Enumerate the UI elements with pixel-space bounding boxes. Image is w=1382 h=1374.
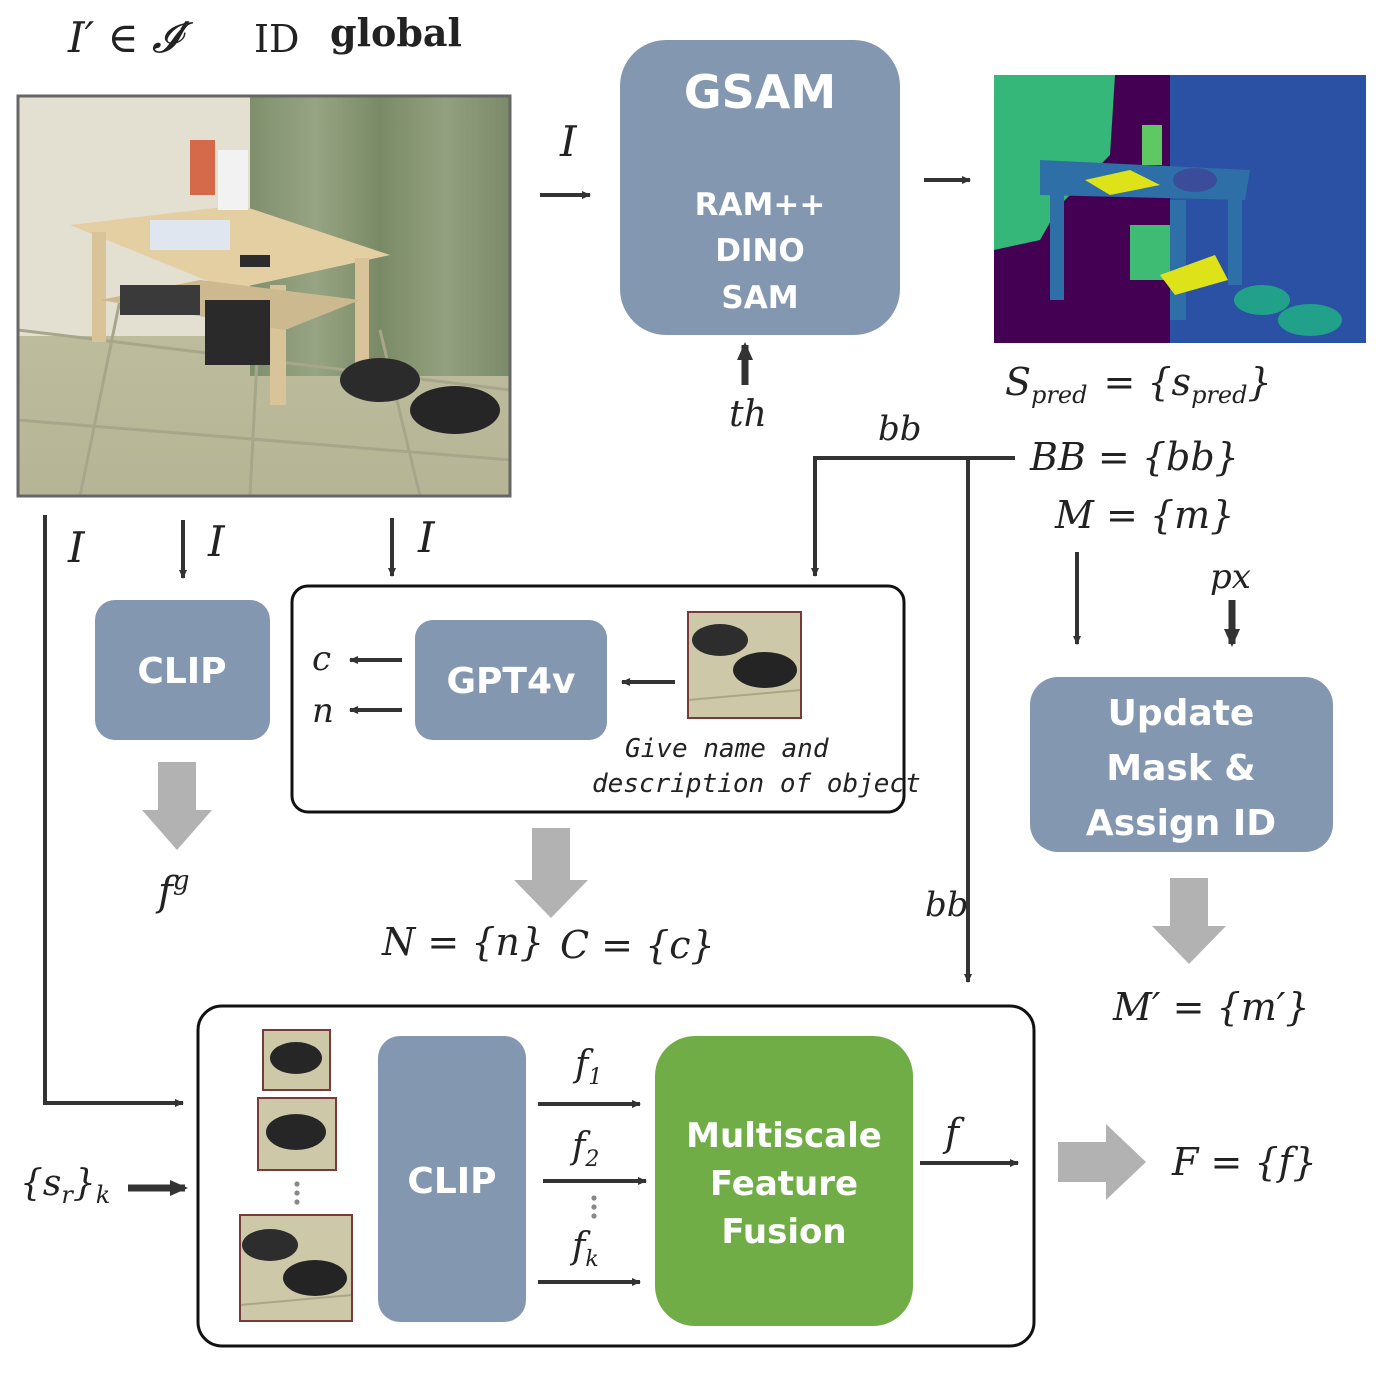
- fusion-label-line1: Multiscale: [686, 1116, 882, 1156]
- global-clip-label: CLIP: [137, 651, 226, 692]
- crop-thumbnail-large: [239, 1214, 353, 1322]
- gpt-prompt-line2: description of object: [592, 769, 921, 799]
- update-label-line3: Assign ID: [1086, 803, 1276, 844]
- feature-f1-label: f1: [572, 1044, 602, 1090]
- skip-input-label: I: [67, 523, 86, 572]
- gpt-prompt-line1: Give name and: [625, 734, 829, 764]
- gpt-output-n: n: [312, 691, 334, 731]
- feature-clip-label: CLIP: [407, 1161, 496, 1202]
- update-label-line1: Update: [1108, 693, 1255, 734]
- threshold-label: th: [729, 394, 767, 435]
- gsam-block: [620, 40, 900, 335]
- clip-input-label: I: [207, 517, 226, 566]
- global-feature-arrow: [142, 762, 212, 850]
- crop-thumbnail-small: [262, 1029, 331, 1091]
- mask-output: M = {m}: [1054, 493, 1234, 537]
- input-set-label: I′ ∈ 𝓘′: [67, 13, 194, 62]
- gpt-result-arrow: [514, 828, 588, 918]
- fusion-label-line2: Feature: [710, 1164, 858, 1204]
- global-clip-block: [95, 600, 270, 740]
- final-output-arrow: [1058, 1124, 1146, 1200]
- feature-fk-label: fk: [569, 1226, 599, 1272]
- gpt-label: GPT4v: [446, 661, 575, 702]
- feature-container: [196, 1004, 1036, 1348]
- feature-clip-block: [378, 1036, 526, 1322]
- spred-output: Spred= {spred}: [1005, 360, 1272, 409]
- feature-f2-label: f2: [569, 1126, 599, 1172]
- crop-ellipsis: [294, 1181, 300, 1205]
- fusion-label-line3: Fusion: [721, 1212, 846, 1252]
- update-result-arrow: [1152, 878, 1226, 964]
- crop-set-label: {sr}k: [20, 1163, 110, 1209]
- object-crop-thumbnail: [687, 611, 802, 719]
- gsam-component-sam: SAM: [721, 280, 798, 316]
- gpt-output-c: c: [312, 639, 331, 679]
- global-label: global: [330, 10, 462, 55]
- segmentation-map: [994, 75, 1366, 343]
- names-result: N = {n}: [381, 920, 544, 964]
- bb-label-top: bb: [878, 409, 922, 449]
- gsam-title: GSAM: [684, 65, 836, 119]
- feature-ellipsis: [591, 1195, 597, 1219]
- gpt-input-label: I: [417, 513, 436, 562]
- gsam-component-ram: RAM++: [695, 187, 826, 223]
- final-feature-set: F = {f}: [1171, 1140, 1317, 1184]
- update-block: [1030, 677, 1333, 852]
- gpt-container: [290, 584, 906, 814]
- global-feature-label: fg: [155, 866, 189, 915]
- updated-mask-output: M′ = {m′}: [1112, 985, 1310, 1029]
- gpt-block: [415, 620, 607, 740]
- gsam-component-dino: DINO: [715, 233, 805, 269]
- fused-feature-label: f: [942, 1111, 965, 1155]
- px-label: px: [1210, 557, 1251, 597]
- descriptions-result: C = {c}: [560, 923, 715, 967]
- update-label-line2: Mask &: [1106, 748, 1255, 789]
- fusion-block: [655, 1036, 913, 1326]
- gsam-input-label: I: [559, 117, 578, 166]
- bb-label-right: bb: [925, 885, 969, 925]
- id-label: ID: [254, 17, 299, 61]
- bb-output: BB = {bb}: [1029, 435, 1239, 479]
- crop-thumbnail-medium: [257, 1097, 337, 1171]
- input-image: [16, 94, 512, 498]
